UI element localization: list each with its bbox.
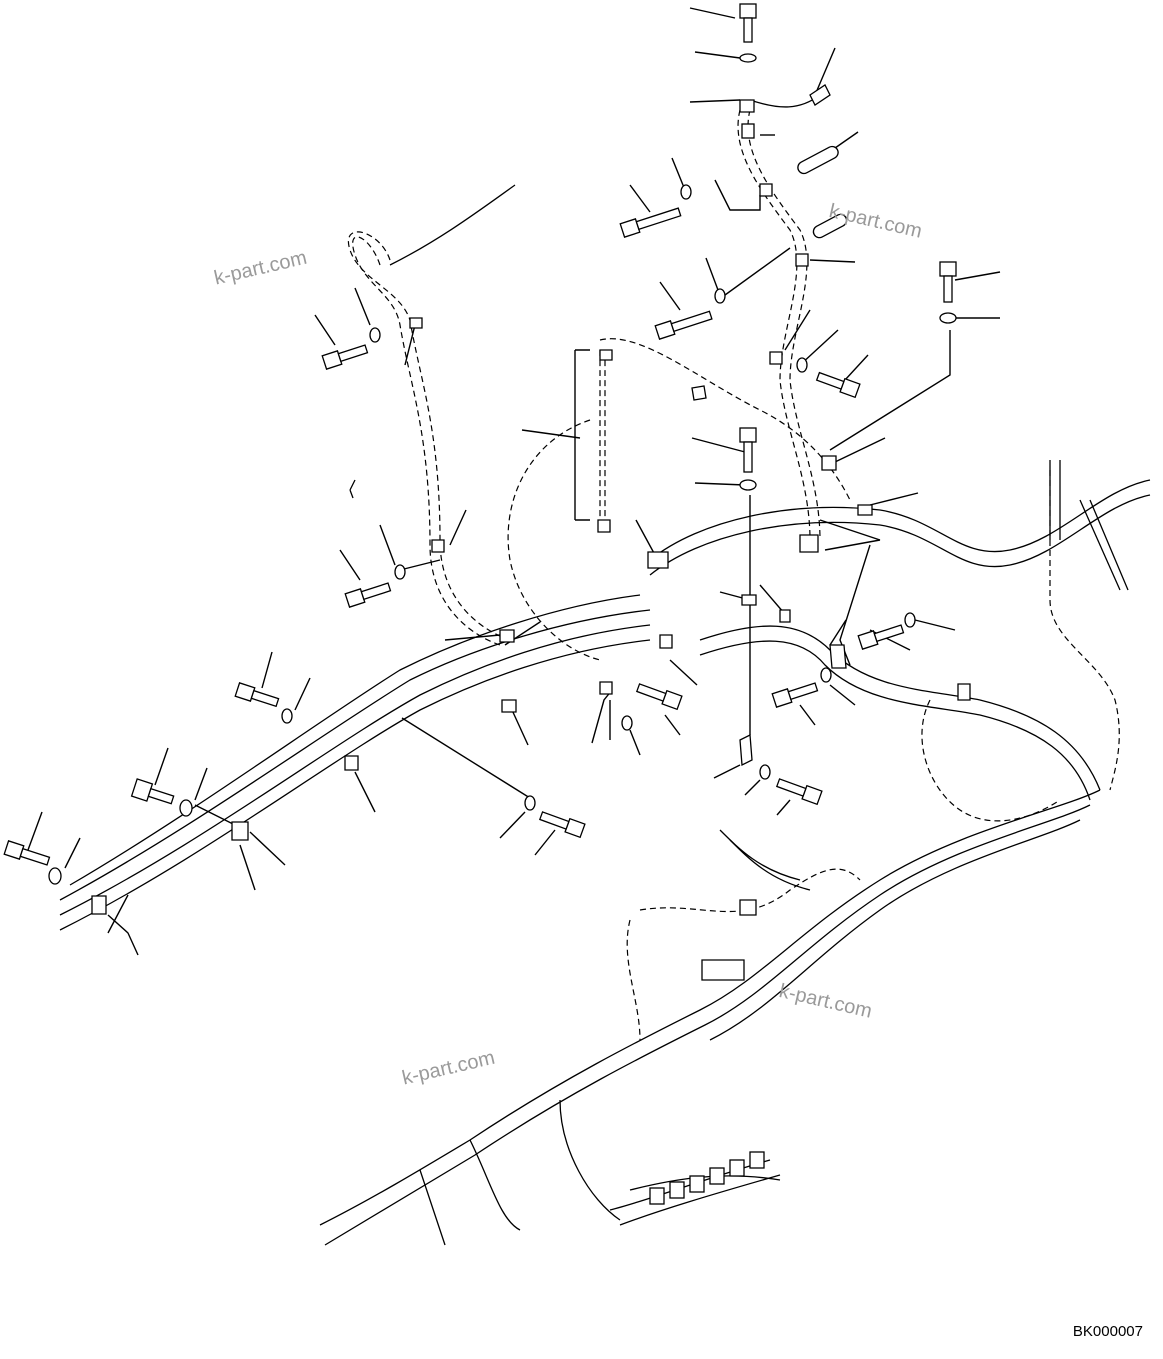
fittings: [349, 84, 848, 767]
bolt-shank: [743, 17, 753, 43]
upper-harness: [347, 94, 851, 661]
bolts: [3, 3, 957, 866]
bolt-head: [739, 427, 757, 443]
leader-lines: [27, 7, 1001, 956]
bolt-shank: [943, 275, 953, 303]
drawing-code: BK000007: [1072, 1323, 1143, 1340]
main-harness: [59, 470, 1151, 1246]
washers: [48, 53, 957, 885]
bolt-shank: [743, 441, 753, 473]
connector-bundle: [609, 460, 1129, 1226]
bolt-head: [939, 261, 957, 277]
clamps: [91, 99, 971, 981]
bolt-head: [739, 3, 757, 19]
